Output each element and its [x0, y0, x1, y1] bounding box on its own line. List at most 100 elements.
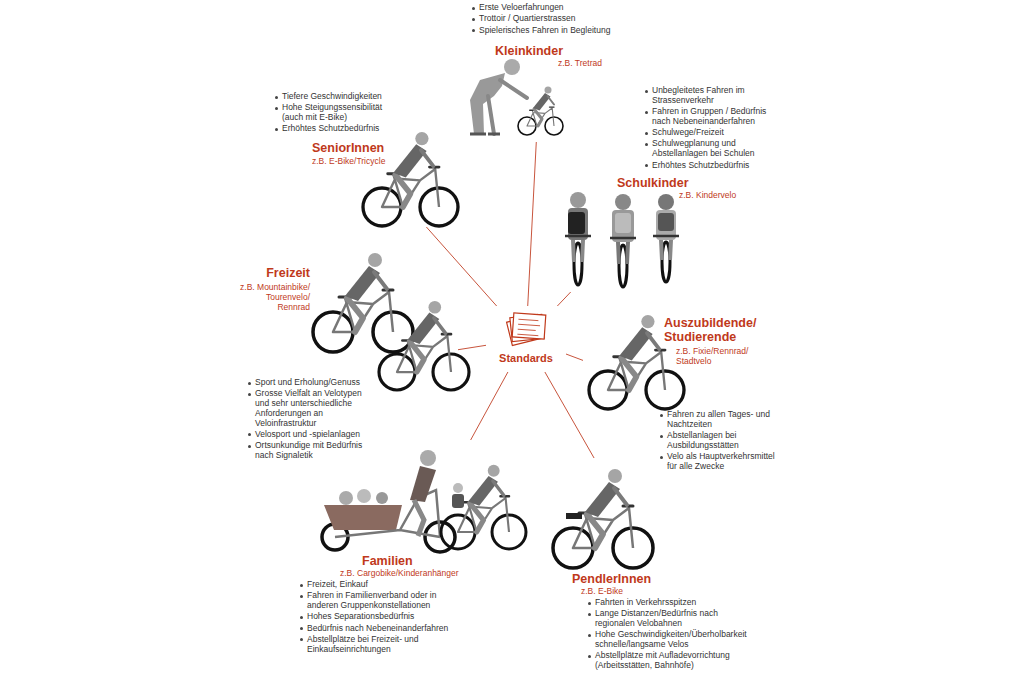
user-group: Auszubildende/ Studierendez.B. Fixie/Ren…: [583, 312, 778, 482]
bullet-dot: [248, 393, 251, 396]
bullet-item: Erste Veloerfahrungen: [472, 3, 622, 13]
connector-line: [471, 372, 508, 440]
bullet-dot: [248, 445, 251, 448]
bullet-text: Sport und Erholung/Genuss: [255, 377, 360, 387]
bullet-text: Erste Veloerfahrungen: [479, 2, 564, 12]
leisure-figure: [313, 253, 469, 390]
group-subtitle: z.B. Fixie/Rennrad/ Stadtvelo: [676, 346, 756, 366]
bullet-item: Fahrten in Verkehrsspitzen: [588, 598, 753, 608]
bullet-item: Velosport und -spielanlagen: [248, 430, 370, 440]
bullet-dot: [248, 433, 251, 436]
bullet-dot: [660, 456, 663, 459]
bullet-item: Erhöhtes Schutzbedürfnis: [275, 124, 395, 134]
bullet-item: Erhöhtes Schutzbedürfnis: [645, 161, 780, 171]
bullet-dot: [645, 111, 648, 114]
bullet-dot: [472, 7, 475, 10]
bullet-text: Spielerisches Fahren in Begleitung: [479, 25, 610, 35]
bullet-dot: [300, 616, 303, 619]
group-subtitle: z.B. Mountainbike/ Tourenvelo/ Rennrad: [234, 282, 310, 312]
bullet-item: Freizeit, Einkauf: [300, 580, 460, 590]
bullet-dot: [645, 143, 648, 146]
user-group: PendlerInnenz.B. E-BikeFahrten in Verkeh…: [546, 458, 768, 678]
bullet-text: Trottoir / Quartierstrassen: [479, 13, 576, 23]
connector-line: [557, 292, 570, 306]
bullet-text: Hohes Separationsbedürfnis: [307, 611, 414, 621]
bullet-item: Velo als Hauptverkehrsmittel für alle Zw…: [660, 452, 778, 472]
bullet-text: Abstellplätze mit Aufladevorrichtung (Ar…: [595, 650, 730, 670]
bullet-item: Spielerisches Fahren in Begleitung: [472, 26, 622, 36]
connector-line: [458, 345, 486, 349]
group-title: SeniorInnen: [312, 141, 402, 155]
group-title: Auszubildende/ Studierende: [664, 316, 764, 344]
bullet-list: Freizeit, EinkaufFahren in Familienverba…: [300, 580, 460, 656]
bullet-text: Unbegleitetes Fahren im Strassenverkehr: [652, 85, 745, 105]
user-group: Familienz.B. Cargobike/KinderanhängerFre…: [298, 440, 520, 665]
connector-line: [426, 227, 496, 306]
bullet-dot: [248, 382, 251, 385]
bullet-dot: [275, 107, 278, 110]
bullet-dot: [588, 602, 591, 605]
bullet-dot: [660, 435, 663, 438]
bullet-dot: [645, 164, 648, 167]
bullet-item: Abstellplätze mit Aufladevorrichtung (Ar…: [588, 651, 753, 671]
bullet-text: Grosse Vielfalt an Velotypen und sehr un…: [255, 388, 362, 427]
bullet-item: Hohe Steigungssensibilität (auch mit E-B…: [275, 103, 395, 123]
bullet-dot: [300, 627, 303, 630]
bullet-list: Erste VeloerfahrungenTrottoir / Quartier…: [472, 3, 622, 37]
bullet-item: Ortsunkundige mit Bedürfnis nach Signale…: [248, 441, 370, 461]
bullet-item: Hohe Geschwindigkeiten/Überholbarkeit sc…: [588, 630, 753, 650]
bullet-dot: [660, 414, 663, 417]
bullet-text: Bedürfnis nach Nebeneinanderfahren: [307, 623, 448, 633]
bullet-dot: [275, 128, 278, 131]
bullet-dot: [300, 584, 303, 587]
bullet-item: Abstellplätze bei Freizeit- und Einkaufs…: [300, 635, 460, 655]
bullet-item: Bedürfnis nach Nebeneinanderfahren: [300, 624, 460, 634]
bullet-text: Schulwegplanung und Abstellanlagen bei S…: [652, 138, 755, 158]
connector-line: [545, 372, 594, 458]
bullet-dot: [588, 634, 591, 637]
bullet-item: Fahren zu allen Tages- und Nachtzeiten: [660, 410, 778, 430]
group-subtitle: z.B. E-Bike: [581, 586, 651, 596]
bullet-text: Schulwege/Freizeit: [652, 127, 724, 137]
bullet-dot: [472, 18, 475, 21]
bullet-dot: [588, 655, 591, 658]
bullet-list: Sport und Erholung/GenussGrosse Vielfalt…: [248, 378, 370, 462]
bullet-item: Grosse Vielfalt an Velotypen und sehr un…: [248, 389, 370, 428]
group-title: Schulkinder: [617, 176, 707, 190]
group-subtitle: z.B. Kindervelo: [679, 190, 759, 200]
bullet-dot: [300, 595, 303, 598]
bullet-text: Fahrten in Verkehrsspitzen: [595, 597, 696, 607]
group-title: Familien: [362, 554, 442, 568]
bullet-item: Tiefere Geschwindigkeiten: [275, 92, 395, 102]
bullet-text: Erhöhtes Schutzbedürfnis: [282, 123, 379, 133]
bullet-list: Fahren zu allen Tages- und NachtzeitenAb…: [660, 410, 778, 473]
bullet-text: Velosport und -spielanlagen: [255, 429, 360, 439]
bullet-item: Fahren in Gruppen / Bedürfnis nach Neben…: [645, 107, 780, 127]
bullet-item: Lange Distanzen/Bedürfnis nach regionale…: [588, 609, 753, 629]
bullet-item: Hohes Separationsbedürfnis: [300, 612, 460, 622]
user-group: Kleinkinderz.B. TretradErste Veloerfahru…: [460, 0, 620, 142]
center-label: Standards: [488, 352, 564, 365]
bullet-item: Unbegleitetes Fahren im Strassenverkehr: [645, 86, 780, 106]
bullet-item: Sport und Erholung/Genuss: [248, 378, 370, 388]
group-title: Kleinkinder: [495, 44, 595, 58]
bullet-text: Fahren in Gruppen / Bedürfnis nach Neben…: [652, 106, 766, 126]
bullet-list: Fahrten in VerkehrsspitzenLange Distanze…: [588, 598, 753, 673]
bullet-dot: [588, 613, 591, 616]
bullet-dot: [472, 29, 475, 32]
bullet-list: Tiefere GeschwindigkeitenHohe Steigungss…: [275, 92, 395, 136]
bullet-item: Fahren in Familienverband oder in andere…: [300, 591, 460, 611]
bullet-text: Hohe Steigungssensibilität (auch mit E-B…: [282, 102, 382, 122]
bullet-text: Abstellanlagen bei Ausbildungsstätten: [667, 430, 739, 450]
bullet-text: Lange Distanzen/Bedürfnis nach regionale…: [595, 608, 718, 628]
bullet-text: Velo als Hauptverkehrsmittel für alle Zw…: [667, 451, 775, 471]
user-group: Schulkinderz.B. Kindervelo Unbegleitetes …: [555, 83, 785, 292]
bullet-item: Trottoir / Quartierstrassen: [472, 14, 622, 24]
bullet-text: Tiefere Geschwindigkeiten: [282, 91, 382, 101]
center-node: Standards: [486, 306, 566, 372]
bullet-dot: [645, 90, 648, 93]
group-subtitle: z.B. Cargobike/Kinderanhänger: [340, 568, 480, 578]
